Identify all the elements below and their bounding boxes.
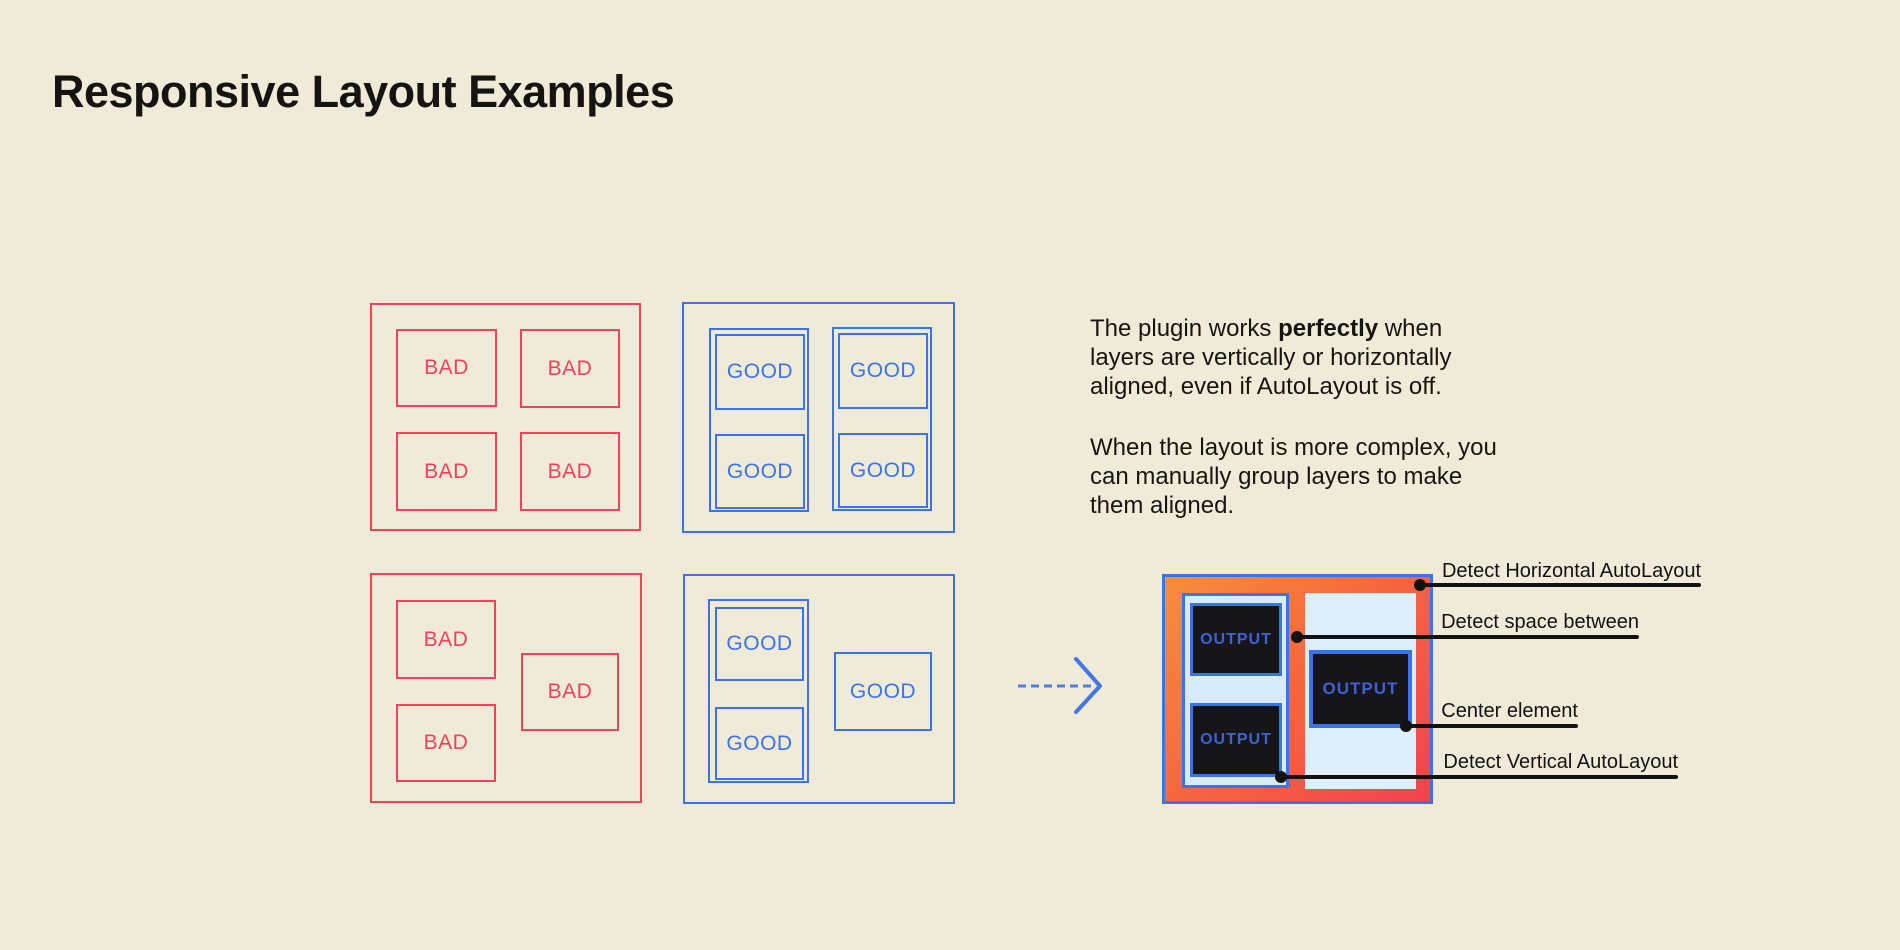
description-line: layers are vertically or horizontally xyxy=(1090,344,1452,371)
callout-label: Detect space between xyxy=(1441,611,1639,633)
output-vertical-autolayout-group: OUTPUT OUTPUT xyxy=(1182,593,1289,788)
good-column-group: GOOD GOOD xyxy=(832,327,932,511)
bad-cell: BAD xyxy=(396,329,497,407)
callout-center-element: Center element xyxy=(1400,700,1578,732)
callout-label: Detect Vertical AutoLayout xyxy=(1443,751,1678,773)
output-cell: OUTPUT xyxy=(1190,603,1282,676)
good-cell: GOOD xyxy=(715,607,804,681)
good-column-group: GOOD GOOD xyxy=(708,599,809,783)
description-line: can manually group layers to make xyxy=(1090,463,1463,490)
good-cell: GOOD xyxy=(838,333,928,409)
callout-line xyxy=(1420,583,1701,587)
description-line: aligned, even if AutoLayout is off. xyxy=(1090,373,1442,400)
good-cell: GOOD xyxy=(715,707,804,780)
description-text-bold: perfectly xyxy=(1278,315,1379,342)
bad-cell: BAD xyxy=(396,704,496,782)
output-cell: OUTPUT xyxy=(1190,703,1282,777)
bad-cell: BAD xyxy=(521,653,619,731)
page-title: Responsive Layout Examples xyxy=(52,66,675,118)
bad-grid-container: BAD BAD BAD BAD xyxy=(370,303,641,531)
description-paragraph-2: When the layout is more complex, you can… xyxy=(1090,433,1570,520)
description-paragraph-1: The plugin works perfectly when layers a… xyxy=(1090,314,1570,401)
callout-line xyxy=(1406,724,1578,728)
output-center-panel: OUTPUT xyxy=(1305,593,1416,789)
description-text: when xyxy=(1378,315,1443,342)
dashed-arrow-right-icon xyxy=(1018,657,1102,714)
bad-cell: BAD xyxy=(396,432,497,511)
callout-label: Center element xyxy=(1441,700,1578,722)
callout-detect-horizontal-autolayout: Detect Horizontal AutoLayout xyxy=(1414,560,1701,591)
good-column-group: GOOD GOOD xyxy=(709,328,809,512)
description-line: The plugin works perfectly when xyxy=(1090,314,1570,343)
description-line: them aligned. xyxy=(1090,492,1235,519)
bad-cell: BAD xyxy=(520,329,620,408)
description-text: The plugin works xyxy=(1090,315,1279,342)
bad-cell: BAD xyxy=(396,600,496,679)
good-grid-container: GOOD GOOD GOOD GOOD xyxy=(682,302,955,533)
callout-dot xyxy=(1275,771,1287,783)
callout-detect-space-between: Detect space between xyxy=(1291,611,1639,643)
output-result-frame: OUTPUT OUTPUT OUTPUT xyxy=(1162,574,1433,804)
bad-cell: BAD xyxy=(520,432,620,511)
good-cell: GOOD xyxy=(834,652,932,731)
description-line: When the layout is more complex, you xyxy=(1090,434,1497,461)
callout-line xyxy=(1281,775,1678,779)
callout-dot xyxy=(1400,720,1412,732)
callout-label: Detect Horizontal AutoLayout xyxy=(1441,560,1701,582)
bad-irregular-container: BAD BAD BAD xyxy=(370,573,642,803)
good-cell: GOOD xyxy=(715,334,805,410)
callout-dot xyxy=(1291,631,1303,643)
callout-dot xyxy=(1414,579,1426,591)
output-cell: OUTPUT xyxy=(1309,650,1412,728)
good-cell: GOOD xyxy=(715,434,805,509)
good-irregular-container: GOOD GOOD GOOD xyxy=(683,574,955,804)
callout-detect-vertical-autolayout: Detect Vertical AutoLayout xyxy=(1275,751,1678,783)
callout-line xyxy=(1297,635,1639,639)
good-cell: GOOD xyxy=(838,433,928,508)
